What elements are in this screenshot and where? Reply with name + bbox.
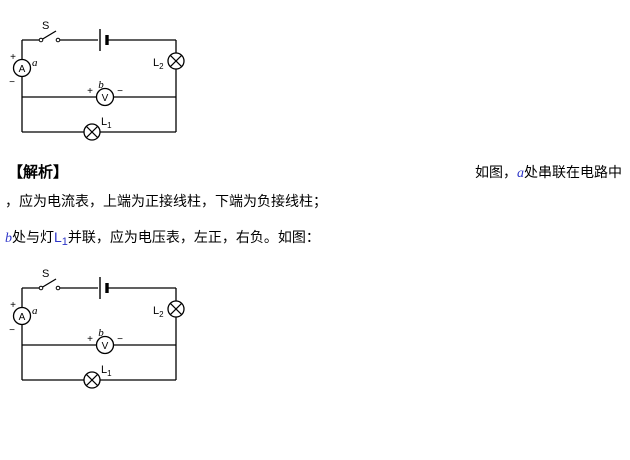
voltmeter-icon: V + − b: [87, 79, 123, 107]
ammeter-icon: A + − a: [9, 52, 38, 88]
text-segment: 处与灯: [12, 229, 54, 245]
switch-label: S: [42, 20, 49, 32]
point-a-label: a: [32, 305, 38, 317]
point-b-label: b: [98, 327, 104, 339]
point-b-label: b: [98, 79, 104, 91]
ammeter-minus-sign: −: [9, 77, 15, 88]
ammeter-letter: A: [19, 312, 26, 323]
voltmeter-minus-sign: −: [117, 334, 123, 345]
var-b: b: [5, 231, 12, 246]
battery-icon: [99, 29, 109, 51]
analysis-header-row: 【解析】 如图，a处串联在电路中: [8, 161, 622, 182]
lamp-l2-label: L2: [153, 57, 164, 71]
voltmeter-letter: V: [102, 93, 109, 104]
lamp-l1-label: L1: [101, 364, 112, 378]
ammeter-minus-sign: −: [9, 325, 15, 336]
analysis-line3: b处与灯L1并联，应为电压表，左正，右负。如图：: [5, 227, 320, 248]
ammeter-icon: A + − a: [9, 300, 38, 336]
text-segment: 如图，: [475, 164, 517, 180]
ammeter-plus-sign: +: [10, 300, 16, 311]
point-a-label: a: [32, 57, 38, 69]
circuit-diagram-top: S A + − a V + − b L1: [9, 20, 185, 141]
analysis-line2: ，应为电流表，上端为正接线柱，下端为负接线柱；: [5, 193, 327, 209]
lamp-l1-icon: L1: [83, 116, 112, 141]
var-l1-sub: 1: [61, 236, 68, 248]
text-segment: 处串联在电路中: [524, 164, 622, 180]
switch-icon: S: [38, 20, 61, 43]
analysis-line1: 如图，a处串联在电路中: [475, 162, 622, 182]
text-segment: 并联，应为电压表，左正，右负。如图：: [67, 229, 320, 245]
voltmeter-plus-sign: +: [87, 334, 93, 345]
ammeter-letter: A: [19, 64, 26, 75]
var-l1: L: [54, 229, 62, 245]
lamp-l1-icon: L1: [83, 364, 112, 389]
voltmeter-letter: V: [102, 341, 109, 352]
lamp-l2-icon: L2: [153, 300, 185, 319]
voltmeter-minus-sign: −: [117, 86, 123, 97]
lamp-l2-label: L2: [153, 305, 164, 319]
circuit-diagram-bottom: S A + − a V + − b L1: [9, 268, 185, 389]
switch-label: S: [42, 268, 49, 280]
voltmeter-icon: V + − b: [87, 327, 123, 355]
lamp-l1-label: L1: [101, 116, 112, 130]
lamp-l2-icon: L2: [153, 52, 185, 71]
battery-icon: [99, 277, 109, 299]
voltmeter-plus-sign: +: [87, 86, 93, 97]
ammeter-plus-sign: +: [10, 52, 16, 63]
analysis-header: 【解析】: [8, 164, 69, 181]
var-a: a: [517, 166, 524, 181]
switch-icon: S: [38, 268, 61, 291]
